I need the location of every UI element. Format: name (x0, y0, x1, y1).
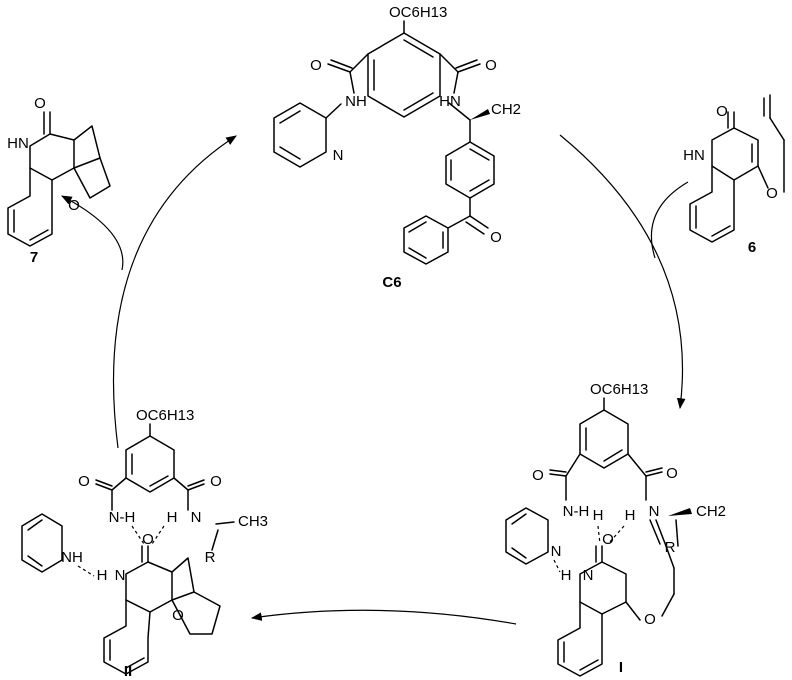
cycle-arrows (61, 134, 689, 625)
c6-nh-left: NH (345, 93, 367, 110)
arrow-i-to-ii (250, 609, 517, 625)
int2-bonds (21, 423, 235, 675)
int2-ring-o: O (172, 607, 184, 624)
int2-pyridine-nh: NH (61, 549, 83, 566)
int1-compound-label: I (619, 659, 623, 676)
c6-pyridine-n: N (333, 147, 344, 164)
c6-nh-right: HN (439, 93, 461, 110)
int1-ch2: CH2 (696, 503, 726, 520)
int2-h-quin: H (97, 567, 108, 584)
intermediate-ii: OC6H13 O O N-H H N CH3 R O NH H N O II (21, 407, 268, 680)
int1-r: R (665, 539, 676, 556)
int1-n-right: N (649, 503, 660, 520)
arrow-c6-to-i (559, 134, 686, 410)
int1-pyridine-n: N (551, 543, 562, 560)
c6-bonds (273, 20, 495, 265)
s7-hn: HN (7, 135, 29, 152)
arrow-ii-to-c6 (112, 135, 237, 449)
c6-o-right: O (485, 57, 497, 74)
compound-7: O HN O 7 (7, 95, 111, 266)
c6-substituent-label: OC6H13 (389, 4, 447, 21)
svg-text:OC6H13: OC6H13 (136, 407, 194, 424)
s6-carbonyl-o: O (716, 103, 728, 120)
int2-compound-label: II (124, 663, 132, 680)
s7-carbonyl-o: O (34, 95, 46, 112)
s6-compound-label: 6 (748, 239, 756, 256)
int1-h-quin: H (561, 567, 572, 584)
s7-compound-label: 7 (30, 249, 38, 266)
int1-h-left: H (593, 507, 604, 524)
int2-hbonds (77, 525, 165, 577)
int2-n-right: N (191, 509, 202, 526)
int2-r: R (205, 549, 216, 566)
compound-c6: OC6H13 O O NH N HN CH2 O C6 (273, 4, 521, 291)
int2-ch3: CH3 (238, 513, 268, 530)
int2-n-h-left: N-H (109, 509, 136, 526)
int2-o-right: O (210, 473, 222, 490)
s7-ring-o: O (68, 197, 80, 214)
int2-substituent-label: OC6H13 (136, 407, 194, 424)
int2-o-left: O (78, 473, 90, 490)
s6-hn: HN (683, 147, 705, 164)
int1-bonds (505, 397, 692, 677)
int1-h-right: H (625, 507, 636, 524)
svg-text:OC6H13: OC6H13 (389, 4, 447, 21)
int1-o-left: O (532, 467, 544, 484)
c6-o-left: O (310, 57, 322, 74)
c6-compound-label: C6 (382, 274, 401, 291)
intermediate-i: OC6H13 O O N-H H H N CH2 R O N H N O I (505, 381, 726, 677)
arrow-release-7 (61, 195, 124, 271)
c6-ch2: CH2 (491, 101, 521, 118)
int1-hbonds (553, 525, 625, 573)
s6-ether-o: O (766, 185, 778, 202)
s7-bonds (7, 111, 111, 247)
int1-o-bound: O (602, 531, 614, 548)
int2-h-right: H (167, 509, 178, 526)
int1-ether-o: O (644, 611, 656, 628)
arrow-6-incoming (650, 181, 689, 259)
int2-quinolone-n: N (115, 567, 126, 584)
int1-o-right: O (666, 465, 678, 482)
compound-6: O HN O 6 (683, 94, 785, 256)
s6-bonds (689, 94, 785, 243)
int1-substituent-label: OC6H13 (590, 381, 648, 398)
svg-text:OC6H13: OC6H13 (590, 381, 648, 398)
int2-o-bound: O (142, 531, 154, 548)
int1-n-h-left: N-H (563, 503, 590, 520)
int1-quinolone-n: N (583, 567, 594, 584)
c6-o-ketone: O (490, 229, 502, 246)
